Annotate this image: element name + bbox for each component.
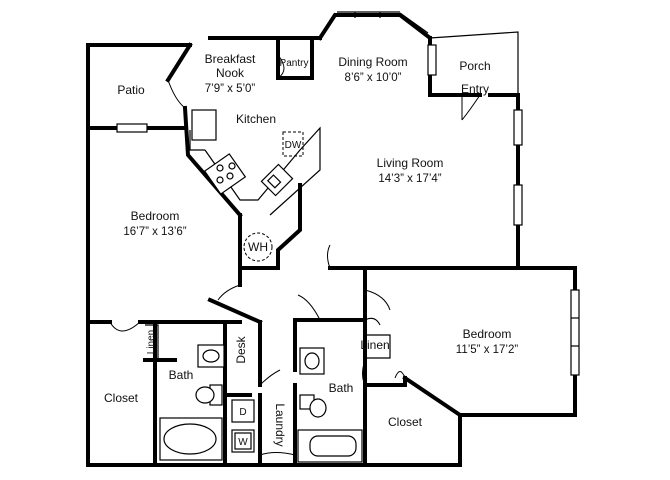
bath2-tub: [297, 429, 363, 463]
refrigerator: [191, 109, 217, 141]
dishwasher: [282, 131, 304, 157]
water-heater: [243, 232, 273, 262]
patio-label: Patio: [117, 83, 145, 97]
dw-label: DW: [285, 140, 302, 151]
stove: [203, 153, 247, 195]
pantry-label: Pantry: [280, 58, 309, 69]
interior-walls: [86, 36, 463, 467]
breakfast-name2: Nook: [216, 66, 245, 80]
kitchen-label: Kitchen: [236, 112, 276, 126]
bath2-toilet: [299, 394, 327, 418]
linen1-label: Linen: [146, 330, 157, 354]
wh-label: WH: [248, 240, 268, 254]
desk-label: Desk: [234, 335, 248, 363]
bath1-label: Bath: [169, 368, 194, 382]
bedroom2-name: Bedroom: [463, 327, 512, 341]
entry-label: Entry: [461, 82, 489, 96]
living-dims: 14’3” x 17’4”: [378, 173, 441, 185]
bedroom2-dims: 11’5” x 17’2”: [456, 344, 519, 356]
breakfast-dims: 7’9” x 5’0”: [205, 83, 256, 95]
bedroom1-dims: 16’7” x 13’6”: [123, 226, 186, 238]
laundry-label: Laundry: [273, 403, 287, 446]
outer-walls: [86, 13, 577, 467]
fixtures: [159, 109, 363, 463]
bath1-toilet: [195, 384, 223, 406]
dryer: [231, 399, 255, 423]
linen2-label: Linen: [360, 338, 389, 352]
dryer-label: D: [239, 407, 246, 418]
bath2-sink: [299, 347, 325, 375]
closet2-label: Closet: [388, 415, 423, 429]
windows: [116, 11, 580, 376]
bedroom1-name: Bedroom: [131, 209, 180, 223]
dining-dims: 8’6” x 10’0”: [345, 72, 402, 84]
dining-name: Dining Room: [338, 55, 407, 69]
washer: [231, 429, 255, 453]
washer-label: W: [238, 437, 248, 448]
labels: Breakfast Nook 7’9” x 5’0” Pantry Dining…: [104, 52, 518, 448]
kitchen-sink: [260, 163, 294, 197]
living-name: Living Room: [377, 156, 444, 170]
breakfast-name: Breakfast: [205, 52, 256, 66]
porch-label: Porch: [459, 59, 490, 73]
bath1-sink: [197, 344, 225, 368]
bath1-tub: [159, 417, 223, 461]
closet1-label: Closet: [104, 391, 139, 405]
doors: [109, 54, 481, 456]
bath2-label: Bath: [329, 381, 354, 395]
